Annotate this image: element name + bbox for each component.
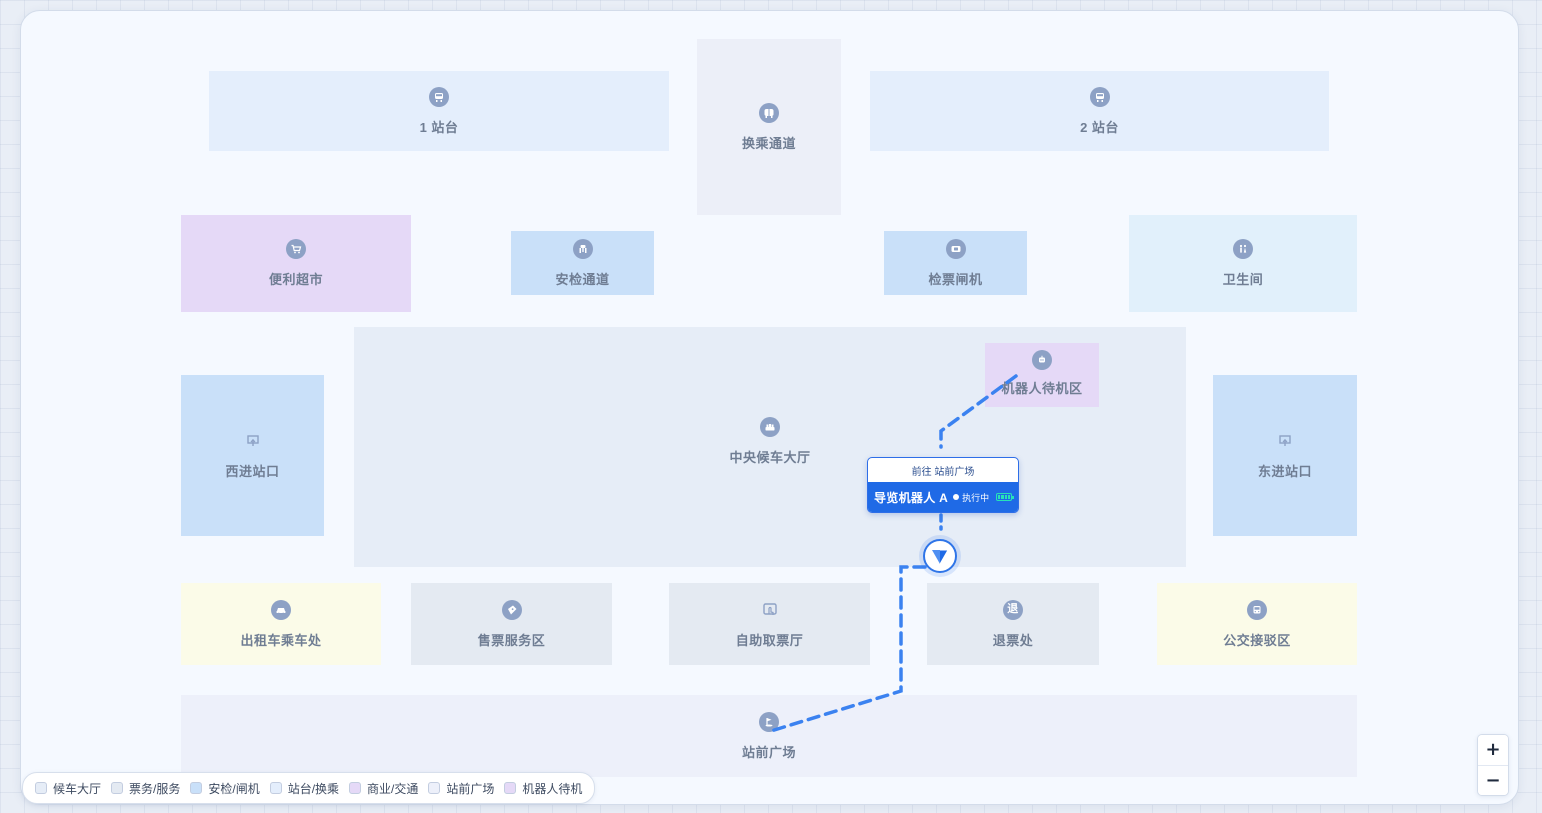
- zone-restroom[interactable]: 卫生间: [1129, 215, 1357, 312]
- legend-label: 票务/服务: [129, 781, 181, 796]
- battery-icon: [996, 493, 1014, 501]
- legend-item: 站前广场: [428, 780, 494, 797]
- taxi-icon: [271, 599, 291, 620]
- zone-label: 售票服务区: [477, 632, 546, 648]
- refund-icon: 退: [1003, 599, 1023, 620]
- robot-dock-icon: [1032, 349, 1052, 370]
- zone-supermarket[interactable]: 便利超市: [181, 215, 411, 312]
- legend-label: 站前广场: [446, 781, 495, 796]
- zone-label: 安检通道: [555, 271, 610, 287]
- zone-bus-shuttle[interactable]: 公交接驳区: [1157, 583, 1357, 665]
- train-icon: [1089, 86, 1110, 107]
- legend-label: 商业/交通: [367, 781, 419, 796]
- zone-label: 公交接驳区: [1223, 632, 1291, 648]
- legend-swatch: [428, 782, 441, 794]
- zone-label: 2 站台: [1080, 119, 1119, 135]
- robot-status-card[interactable]: 前往 站前广场 导览机器人 A 执行中: [867, 457, 1019, 513]
- robot-route-path: [769, 374, 1018, 733]
- station-map[interactable]: 1 站台 换乘通道 2 站台 便利超市 安检通道 检票闸机: [20, 10, 1519, 805]
- robot-status: 执行中: [953, 491, 989, 504]
- security-icon: [572, 238, 593, 259]
- zone-label: 1 站台: [419, 119, 459, 135]
- legend-item: 票务/服务: [111, 780, 180, 797]
- legend-item: 机器人待机: [504, 780, 582, 797]
- robot-location-marker[interactable]: [923, 539, 957, 573]
- flag-icon: [759, 711, 779, 732]
- zone-label: 自助取票厅: [735, 632, 804, 648]
- zone-label: 检票闸机: [928, 271, 983, 287]
- zone-ticket-gates[interactable]: 检票闸机: [884, 231, 1027, 295]
- zone-label: 出租车乘车处: [240, 632, 322, 648]
- zone-label: 换乘通道: [741, 135, 796, 151]
- legend-item: 站台/换乘: [269, 780, 340, 797]
- zone-label: 中央候车大厅: [729, 449, 811, 465]
- zone-label: 机器人待机区: [1001, 380, 1083, 396]
- zone-label: 站前广场: [741, 744, 796, 760]
- train-icon: [429, 86, 449, 107]
- zoom-out-button[interactable]: −: [1478, 764, 1508, 795]
- zone-east-entrance[interactable]: 东进站口: [1213, 375, 1357, 536]
- zone-platform-2[interactable]: 2 站台: [870, 71, 1329, 151]
- restroom-icon: [1233, 239, 1253, 259]
- ticket-icon: [501, 599, 522, 620]
- legend-label: 安检/闸机: [208, 781, 260, 796]
- map-legend: 候车大厅 票务/服务 安检/闸机 站台/换乘 商业/交通 站前广场 机器人待机: [22, 772, 596, 804]
- navigation-arrow-icon: [931, 549, 949, 566]
- zone-transfer-corridor[interactable]: 换乘通道: [697, 39, 841, 215]
- bus-icon: [1247, 599, 1267, 620]
- cart-icon: [286, 239, 306, 259]
- robot-name: 导览机器人 A: [874, 490, 949, 505]
- legend-item: 商业/交通: [349, 780, 418, 797]
- legend-swatch: [269, 782, 282, 794]
- zone-label: 卫生间: [1222, 272, 1264, 287]
- entrance-icon: [243, 431, 263, 451]
- zone-self-service-tickets[interactable]: 自助取票厅: [669, 583, 870, 665]
- zone-label: 西进站口: [225, 464, 280, 479]
- zone-label: 退票处: [992, 632, 1034, 648]
- legend-swatch: [190, 782, 203, 794]
- entrance-icon: [1275, 431, 1295, 451]
- status-dot-icon: [953, 494, 960, 500]
- zone-robot-standby[interactable]: 机器人待机区: [985, 343, 1099, 407]
- legend-swatch: [504, 782, 517, 794]
- zone-label: 便利超市: [268, 272, 323, 287]
- zone-refund-counter[interactable]: 退 退票处: [927, 583, 1099, 665]
- legend-label: 候车大厅: [53, 781, 102, 796]
- legend-swatch: [111, 782, 124, 794]
- transfer-icon: [759, 102, 779, 123]
- kiosk-icon: [760, 600, 780, 620]
- legend-swatch: [349, 782, 362, 794]
- zone-station-plaza[interactable]: 站前广场: [181, 695, 1357, 777]
- robot-status-text: 执行中: [962, 492, 990, 503]
- legend-item: 候车大厅: [35, 780, 101, 797]
- zone-ticket-service[interactable]: 售票服务区: [411, 583, 612, 665]
- legend-label: 机器人待机: [522, 781, 583, 796]
- robot-destination: 前往 站前广场: [911, 466, 975, 478]
- waiting-hall-icon: [760, 416, 780, 437]
- zone-security-check[interactable]: 安检通道: [511, 231, 654, 295]
- legend-swatch: [35, 782, 47, 794]
- zoom-in-button[interactable]: +: [1478, 735, 1508, 765]
- zone-label: 东进站口: [1257, 464, 1312, 479]
- zone-taxi-stand[interactable]: 出租车乘车处: [181, 583, 381, 665]
- zoom-controls: + −: [1477, 734, 1509, 796]
- zone-platform-1[interactable]: 1 站台: [209, 71, 669, 151]
- ticket-gate-icon: [945, 238, 966, 259]
- legend-item: 安检/闸机: [190, 780, 260, 797]
- zone-west-entrance[interactable]: 西进站口: [181, 375, 324, 536]
- legend-label: 站台/换乘: [287, 781, 340, 796]
